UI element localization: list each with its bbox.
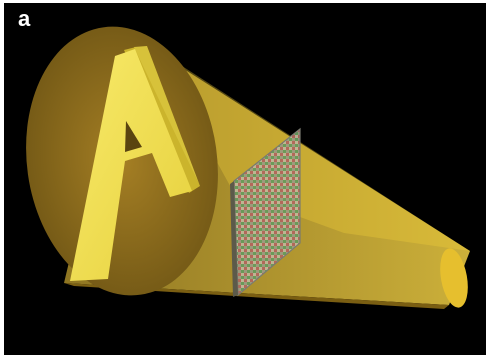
figure-canvas: a xyxy=(4,3,486,355)
beam-scene xyxy=(4,3,486,355)
panel-label: a xyxy=(18,5,30,33)
